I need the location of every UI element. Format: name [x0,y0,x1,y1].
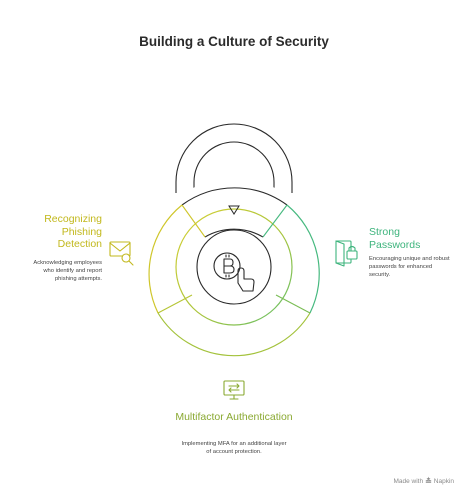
bottom-segment-outline [157,312,311,357]
divider-top-left [181,204,206,238]
padlock-inner-ring [175,208,293,326]
right-section-heading: Strong Passwords [369,226,421,251]
right-segment-outline [286,204,320,314]
diagram-title: Building a Culture of Security [139,34,329,49]
branding-made-with: Made with [393,478,424,485]
top-segment-outline [181,187,288,206]
monitor-transfer-icon [223,380,245,400]
envelope-search-icon [109,241,134,266]
branding: Made with ≛ Napkin [393,477,454,486]
left-section-description: Acknowledging employees who identify and… [33,260,102,282]
divider-bottom-left [157,294,193,314]
padlock-shackle [175,123,293,193]
bottom-section-description: Implementing MFA for an additional layer… [181,441,287,455]
door-lock-icon [335,240,358,267]
left-section-heading: Recognizing Phishing Detection [44,213,102,250]
branding-name: Napkin [433,478,454,485]
bitcoin-hand-icon [213,252,255,292]
triangle-indicator-icon [228,205,240,215]
left-segment-outline [148,204,183,314]
divider-bottom-right [275,294,311,314]
divider-top-right [262,204,288,238]
padlock-shackle-inner [193,141,275,196]
napkin-logo-icon: ≛ [425,477,432,486]
right-section-description: Encouraging unique and robust passwords … [369,256,450,278]
bottom-section-heading: Multifactor Authentication [175,411,293,423]
center-circle [196,229,272,305]
inner-top-arc [204,228,264,238]
